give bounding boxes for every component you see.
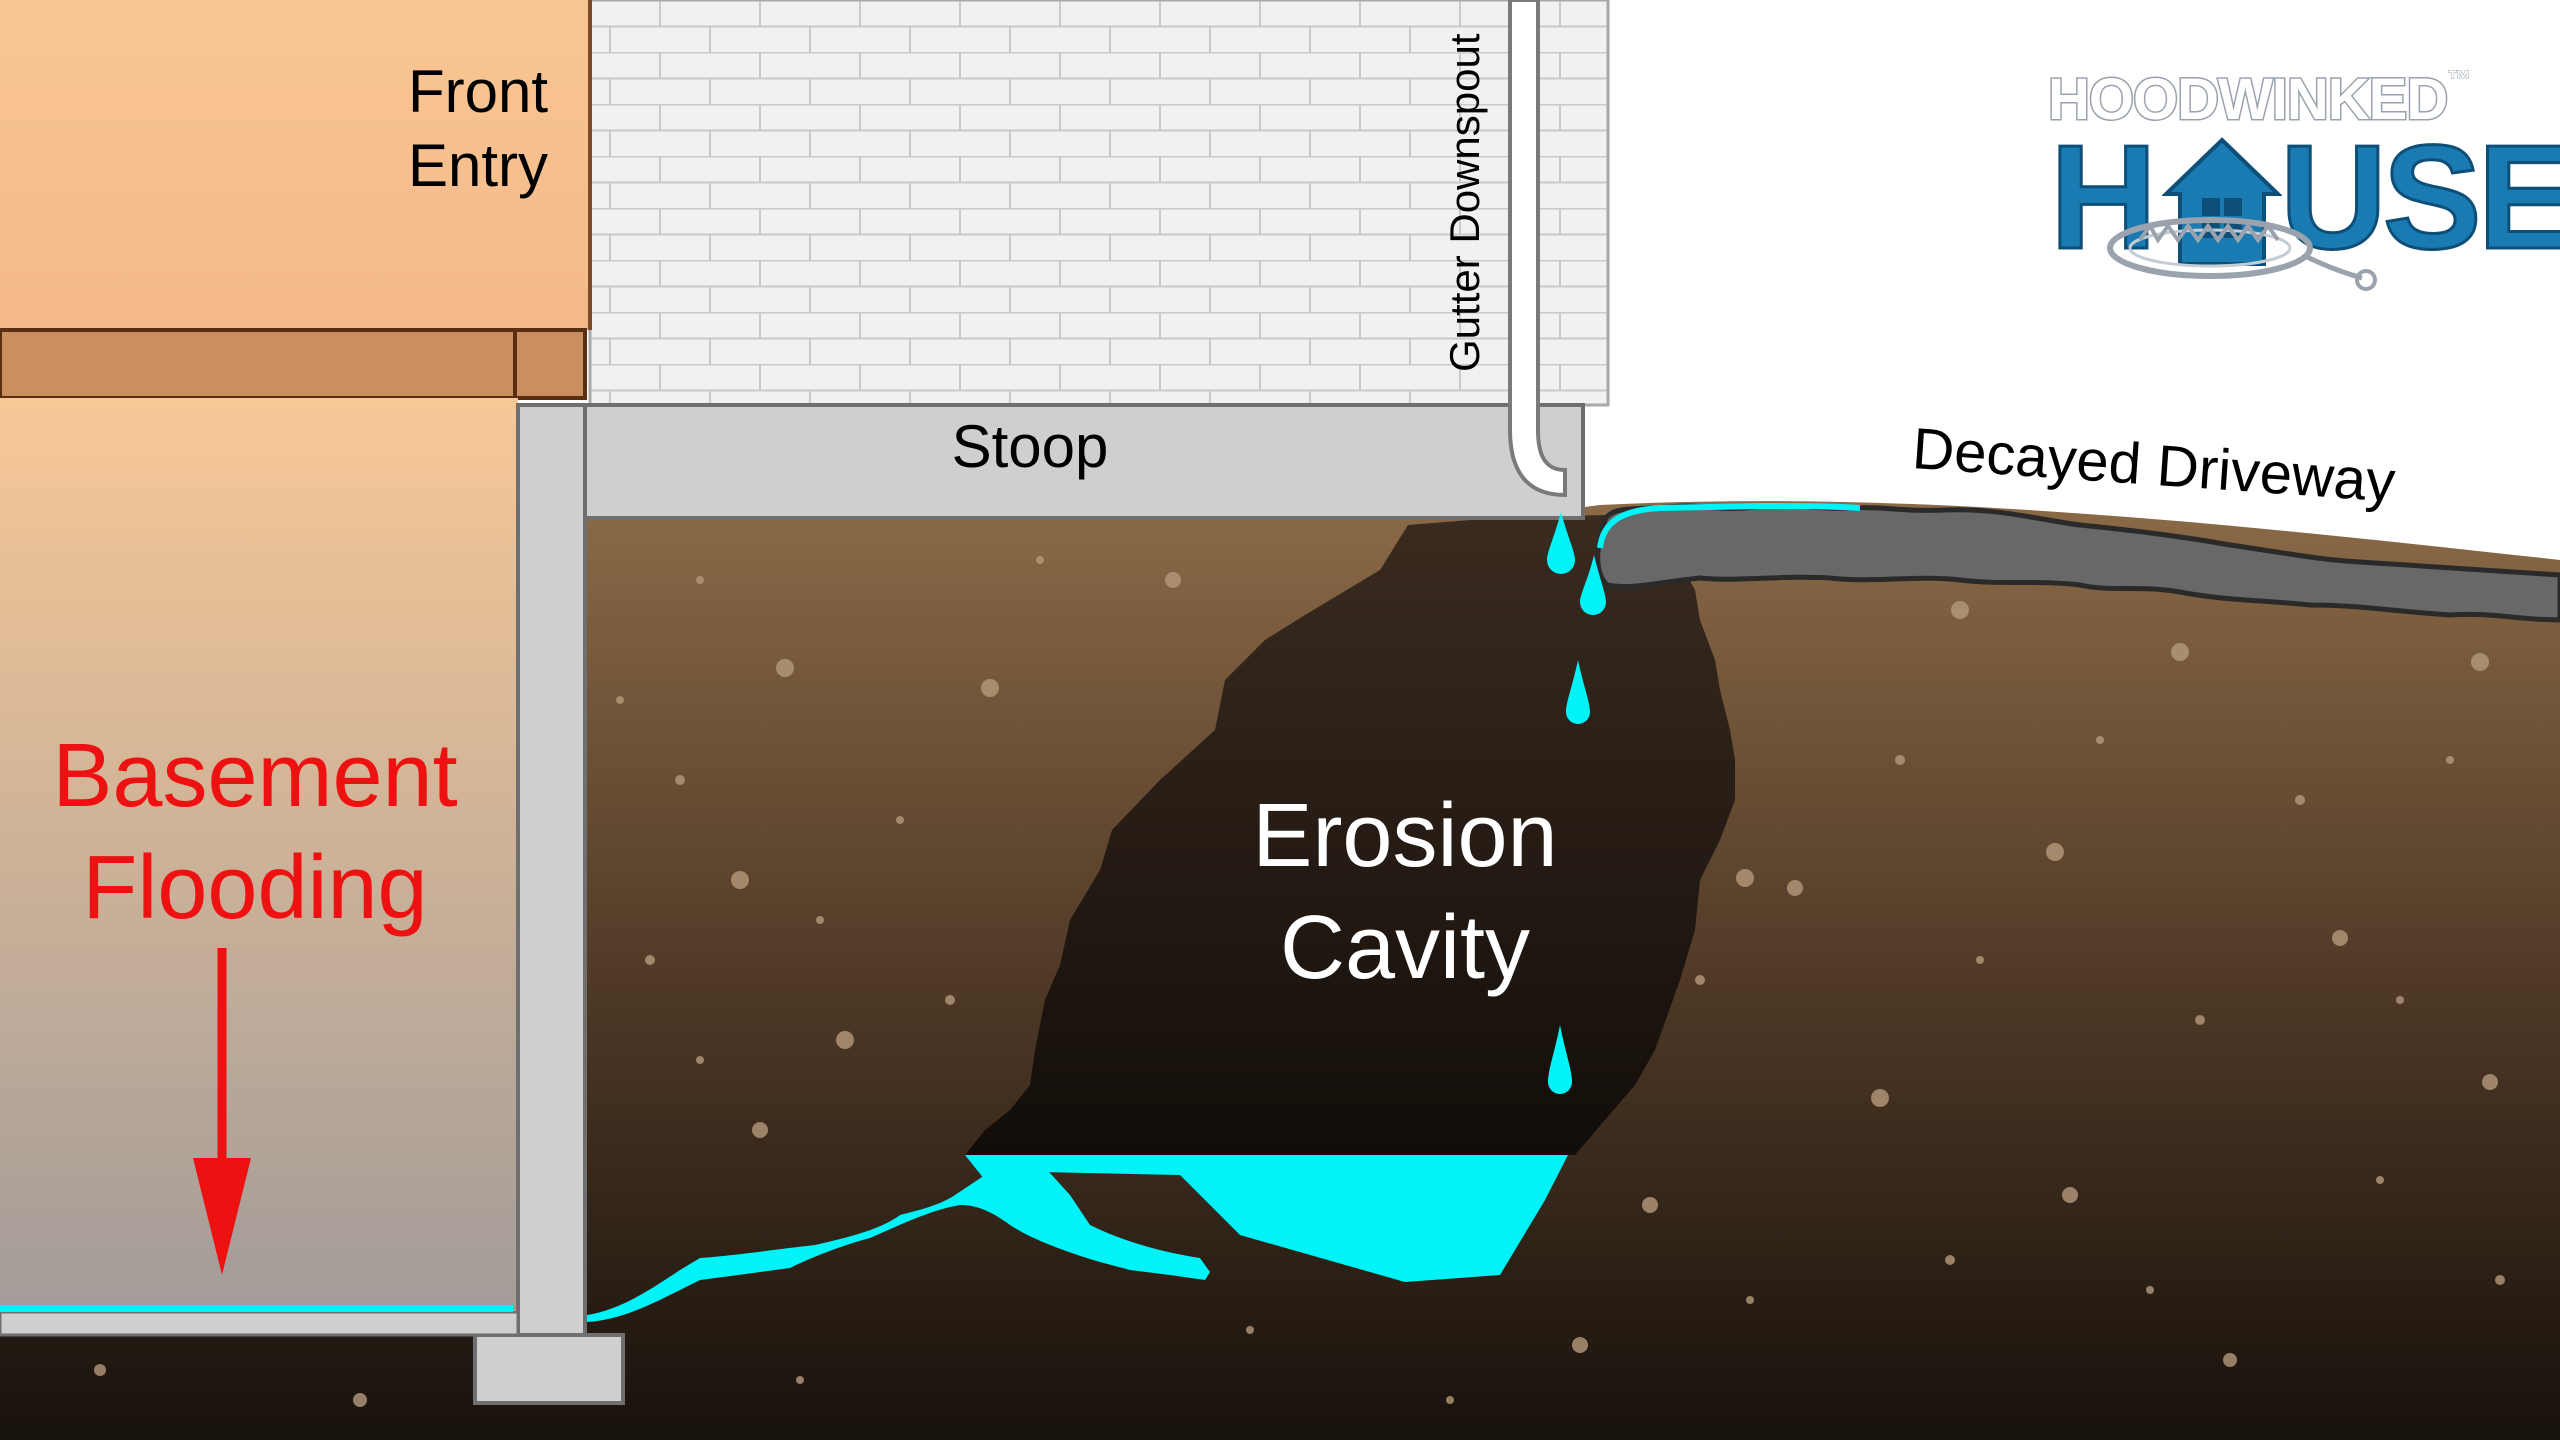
basement-water (0, 1305, 513, 1312)
logo-top-text: HOODWINKED™ (2046, 66, 2472, 134)
decayed-driveway-slab (1595, 503, 2560, 623)
foundation-footing (473, 1333, 625, 1405)
erosion-line1: Erosion (1252, 786, 1558, 886)
front-entry-label: Front Entry (408, 55, 548, 203)
basement-flooding-label: Basement Flooding (20, 720, 490, 944)
gutter-downspout (1508, 0, 1567, 498)
foundation-wall (516, 403, 587, 1337)
stoop-label: Stoop (951, 413, 1109, 480)
water-drops (1547, 512, 1606, 1094)
water-drop-1 (1547, 512, 1575, 574)
logo-letter-h: H (2049, 115, 2159, 280)
hoodwinked-house-logo: HOODWINKED™ H USE (2040, 58, 2560, 298)
pooled-water (965, 1155, 1568, 1282)
water-seepage-channel (587, 1162, 1210, 1322)
front-entry-line1: Front (408, 58, 549, 125)
flood-arrow (193, 948, 251, 1275)
flooding-line1: Basement (52, 726, 458, 826)
flooding-line2: Flooding (82, 838, 428, 938)
basement-floor-slab (0, 1310, 520, 1337)
gutter-downspout-label: Gutter Downspout (1430, 20, 1500, 380)
brick-wall (588, 0, 1610, 407)
logo-letters-use: USE (2278, 115, 2560, 280)
water-drop-2 (1580, 555, 1606, 615)
floor-beam (0, 328, 587, 400)
logo-trademark: ™ (2447, 66, 2472, 94)
erosion-line2: Cavity (1279, 898, 1531, 998)
front-entry-room (0, 0, 590, 330)
water-drop-4 (1548, 1025, 1572, 1094)
erosion-cavity-label: Erosion Cavity (1180, 780, 1630, 1004)
front-entry-line2: Entry (408, 132, 549, 199)
water-drop-3 (1566, 660, 1590, 724)
basement-interior (0, 398, 518, 1310)
logo-top-word: HOODWINKED (2046, 66, 2449, 134)
bear-trap-icon (2107, 217, 2377, 291)
driveway-water-sheen (1597, 502, 1861, 549)
stoop-slab (583, 403, 1585, 520)
erosion-cavity (965, 515, 1735, 1155)
gutter-downspout-text: Gutter Downspout (1441, 33, 1488, 372)
